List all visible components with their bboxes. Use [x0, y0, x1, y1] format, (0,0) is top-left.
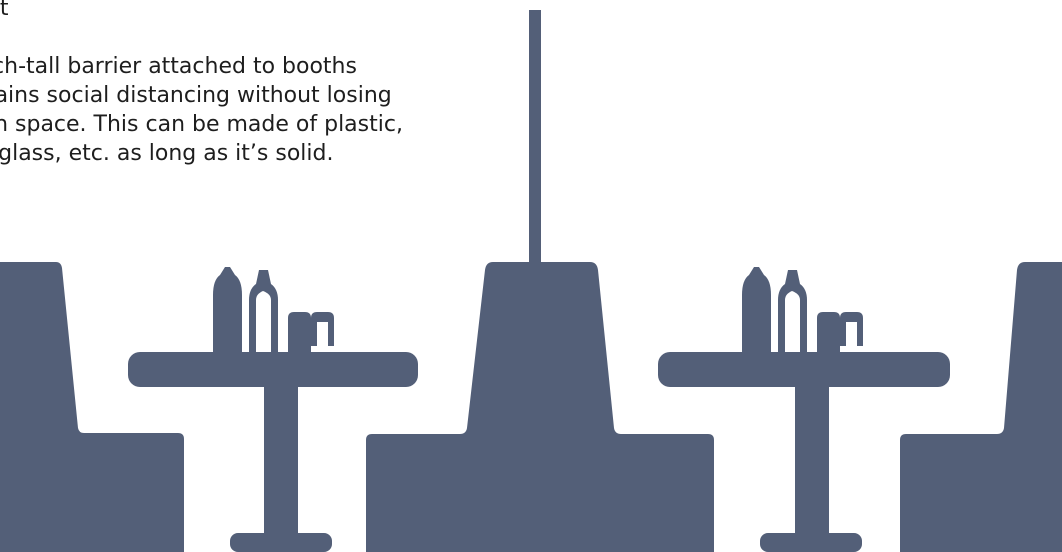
- bottle-icon: [778, 270, 807, 352]
- cup-icon: [840, 312, 863, 346]
- cup-icon: [288, 312, 311, 352]
- bottle-icon: [742, 267, 771, 352]
- cup-icon: [817, 312, 840, 352]
- bottle-icon: [213, 267, 242, 352]
- booth-seat-icon-center: [366, 262, 714, 552]
- booth-seat-icon-right: [900, 262, 1062, 552]
- barrier-icon: [529, 10, 541, 275]
- booth-seat-icon-left: [0, 262, 184, 552]
- cup-icon: [311, 312, 334, 346]
- bottle-icon: [249, 270, 278, 352]
